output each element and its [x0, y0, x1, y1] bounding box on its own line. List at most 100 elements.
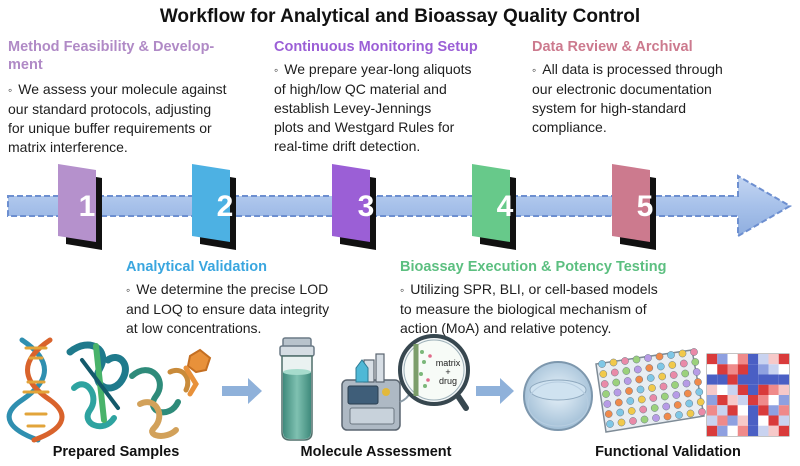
heatmap-cell — [727, 395, 738, 406]
heatmap-cell — [727, 364, 738, 375]
step-4-line: action (MoA) and relative potency. — [400, 320, 612, 336]
well — [667, 351, 675, 359]
step-3-line: of high/low QC material and — [274, 81, 447, 97]
magnifier-label-matrix: matrix — [436, 358, 461, 368]
heatmap-cell — [707, 384, 718, 395]
heatmap-cell — [778, 354, 789, 365]
well — [686, 409, 695, 418]
heatmap-cell — [758, 354, 769, 365]
step-4-title: Bioassay Execution & Potency Testing — [400, 258, 666, 276]
heatmap-cell — [737, 384, 748, 395]
step-5-line: ◦ All data is processed through — [532, 60, 723, 80]
well — [669, 371, 678, 379]
heatmap-cell — [758, 415, 769, 426]
bullet-icon: ◦ — [126, 283, 131, 297]
well — [673, 401, 682, 409]
step-1-line: for unique buffer requirements or — [8, 120, 212, 136]
well — [692, 368, 701, 376]
heatmap-cell — [707, 395, 718, 406]
heatmap-cell — [737, 415, 748, 426]
petri-dish-icon — [523, 361, 593, 431]
step-4-title-line1: Bioassay Execution & Potency Testing — [400, 259, 667, 275]
step-5-title: Data Review & Archival — [532, 38, 693, 56]
heatmap-cell — [737, 364, 748, 375]
flow-arrow-2 — [476, 378, 514, 404]
heatmap-cell — [717, 395, 728, 406]
step-1-title-line1: Method Feasibility & Develop- — [8, 39, 215, 55]
step-3-line: plots and Westgard Rules for — [274, 119, 455, 135]
step-3-line: establish Levey-Jennings — [274, 100, 432, 116]
step-4-line: to measure the biological mechanism of — [400, 301, 647, 317]
analytical-instrument-icon — [341, 353, 414, 431]
magnifier-icon: matrix + drug — [398, 334, 470, 411]
heatmap-cell — [748, 384, 759, 395]
well — [655, 352, 664, 361]
heatmap-cell — [748, 354, 759, 365]
well — [612, 378, 621, 387]
well — [639, 405, 648, 414]
well — [604, 410, 613, 418]
heatmap-cell — [717, 425, 728, 436]
heatmap-cell — [748, 364, 759, 375]
step-5-title-line1: Data Review & Archival — [532, 39, 693, 55]
step-marker-4: 4 — [472, 164, 516, 250]
heatmap-cell — [778, 395, 789, 406]
vial-icon — [279, 337, 315, 441]
step-marker-3: 3 — [332, 164, 376, 250]
bullet-icon: ◦ — [8, 83, 13, 97]
well — [690, 348, 698, 356]
protein-complex-icon — [129, 348, 212, 439]
heatmap-cell — [717, 415, 728, 426]
heatmap-cell — [758, 384, 769, 395]
step-5-line-text: All data is processed through — [542, 61, 723, 77]
well — [696, 398, 705, 406]
well — [606, 420, 614, 428]
well — [662, 402, 671, 411]
well — [648, 384, 656, 392]
step-1-number: 1 — [79, 190, 96, 223]
heatmap-cell — [778, 425, 789, 436]
well — [658, 372, 667, 381]
well — [626, 397, 635, 405]
heatmap-cell — [758, 425, 769, 436]
heatmap-cell — [748, 425, 759, 436]
well — [682, 379, 691, 388]
step-2-title: Analytical Validation — [126, 258, 267, 276]
heatmap-cell — [758, 374, 769, 385]
heatmap-cell — [768, 364, 779, 375]
step-3-title-line1: Continuous Monitoring Setup — [274, 39, 478, 55]
step-2-line: at low concentrations. — [126, 320, 262, 336]
step-2-text: ◦ We determine the precise LOD and LOQ to… — [126, 280, 329, 338]
step-2-line: and LOQ to ensure data integrity — [126, 301, 330, 317]
bullet-icon: ◦ — [532, 63, 537, 77]
heatmap-cell — [778, 384, 789, 395]
heatmap-cell — [768, 384, 779, 395]
heatmap-cell — [737, 405, 748, 416]
step-1-line: ◦We assess your molecule against — [8, 80, 227, 100]
heatmap-cell — [768, 395, 779, 406]
bullet-icon: ◦ — [274, 63, 279, 77]
caption-functional-validation: Functional Validation — [595, 444, 741, 460]
step-2-line-text: We determine the precise LOD — [136, 281, 329, 297]
well — [675, 411, 683, 419]
heatmap-cell — [778, 364, 789, 375]
well — [683, 389, 692, 398]
step-2-line: ◦ We determine the precise LOD — [126, 280, 329, 300]
well — [636, 385, 645, 394]
step-2-number: 2 — [217, 190, 234, 223]
step-marker-5: 5 — [612, 164, 656, 250]
heatmap-cell — [727, 354, 738, 365]
heatmap-cell — [768, 405, 779, 416]
well — [627, 407, 636, 415]
heatmap-cell — [717, 405, 728, 416]
heatmap-cell — [737, 354, 748, 365]
well — [640, 415, 649, 424]
step-3-line: ◦We prepare year-long aliquots — [274, 60, 472, 80]
well — [671, 381, 679, 389]
step-1-title: Method Feasibility & Develop- ment — [8, 38, 214, 74]
step-5-text: ◦All data is processed through our elect… — [532, 60, 723, 137]
well — [644, 354, 652, 362]
magnifier-label-plus: + — [445, 367, 450, 377]
well — [632, 355, 641, 364]
